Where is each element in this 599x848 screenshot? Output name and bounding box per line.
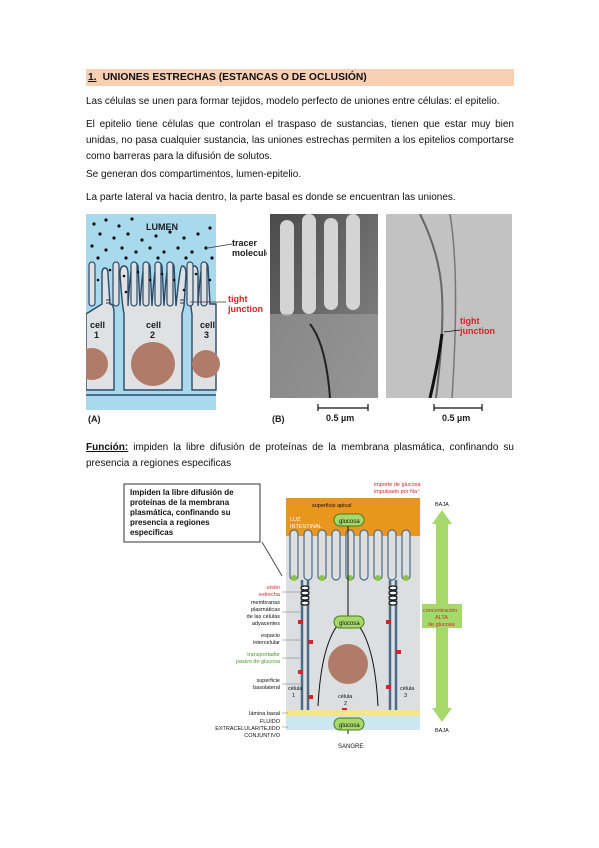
superficie-label-line1: superficie [256, 678, 280, 684]
na-glucose-transporters [291, 575, 409, 581]
membranas-label-line3: de las células [247, 614, 281, 620]
scale-bar-2-label: 0.5 µm [442, 413, 470, 423]
glucose-bottom-label: glucosa [339, 723, 360, 729]
panel-a-label: (A) [88, 414, 101, 424]
fluido-label-line3: CONJUNTIVO [244, 733, 280, 739]
celula3-label-line2: 3 [404, 693, 407, 699]
superficie-label-line2: basolateral [253, 685, 280, 691]
callout-line5: especificas [130, 528, 174, 537]
union-label-line2: estrecha [259, 592, 281, 598]
cell2-label-line2: 2 [150, 330, 155, 340]
basal-fluid [86, 396, 216, 410]
fig2-tight-junctions [300, 585, 398, 606]
paragraph-1: Las células se unen para formar tejidos,… [86, 96, 500, 107]
lamina-label: lámina basal [249, 711, 280, 717]
transportador-label-line1: transportador [247, 652, 280, 658]
nucleus-cell-3 [192, 350, 220, 378]
tracer-label-line1: tracer [232, 238, 258, 248]
section-number: 1. [88, 72, 97, 83]
function-label: Función: [86, 442, 129, 453]
paragraph-4: La parte lateral va hacia dentro, la par… [86, 192, 456, 203]
glucose-top-label: glucosa [339, 519, 360, 525]
paragraph-2: El epitelio tiene células que controlan … [86, 119, 514, 162]
cell3-label-line2: 3 [204, 330, 209, 340]
union-label-line1: unión [267, 585, 280, 591]
callout-line3: plasmática, confinando su [130, 508, 231, 517]
celula2-label-line2: 2 [344, 701, 347, 707]
figure-glucose-transport: glucosa glucosa glucosa SANGRE importe d… [122, 480, 472, 762]
fluido-label-line1: FLUIDO [260, 719, 281, 725]
leader-lines [282, 591, 302, 728]
glucose-mid-label: glucosa [339, 621, 360, 627]
basal-lamina [286, 710, 420, 716]
membranas-label-line4: adyacentes [252, 621, 280, 627]
figure-2-svg: glucosa glucosa glucosa SANGRE importe d… [123, 482, 462, 750]
callout-text: Impiden la libre difusión de proteínas d… [130, 488, 234, 537]
transportador-label-line2: pasivo de glucosa [236, 659, 281, 665]
concentration-box [422, 604, 462, 628]
function-text: impiden la libre difusión de proteínas d… [86, 442, 514, 469]
lumen-label: LUMEN [146, 222, 178, 232]
baja-top-label: BAJA [435, 502, 449, 508]
fig2-microvilli [289, 529, 411, 581]
section-title: UNIONES ESTRECHAS (ESTANCAS O DE OCLUSIÓ… [102, 72, 367, 83]
tracer-label-line2: molecule [232, 248, 267, 258]
tight-junction-label-line1: tight [228, 294, 248, 304]
fluido-label-line2: EXTRACELULAR/TEJIDO [215, 726, 281, 732]
figure-a-svg: LUMEN tracer molecule tight junction cel… [76, 214, 271, 424]
sangre-label: SANGRE [338, 744, 363, 750]
espacio-label-line2: intercelular [253, 640, 280, 646]
scale-bar-1-label: 0.5 µm [326, 413, 354, 423]
nucleus-cell-2 [131, 342, 175, 386]
cell1-label-line1: cell [90, 320, 105, 330]
conc-label-line3: de glucosa [428, 622, 456, 628]
glucose-pill-top [333, 513, 365, 527]
conc-label-line2: ALTA [435, 615, 448, 621]
callout-line4: presencia a regiones [130, 518, 210, 527]
cell2-label-line1: cell [146, 320, 161, 330]
gradient-arrow-top [432, 510, 452, 524]
cell3-label-line1: cell [200, 320, 215, 330]
callout-line1: Impiden la libre difusión de [130, 488, 234, 497]
importe-label-line1: importe de glucosa [374, 482, 421, 488]
figure-a-epithelium-diagram: LUMEN tracer molecule tight junction cel… [76, 214, 271, 426]
celula2-label-line1: célula [338, 694, 353, 700]
micrograph-1-villi [280, 214, 360, 316]
section-heading: 1. UNIONES ESTRECHAS (ESTANCAS O DE OCLUS… [86, 69, 514, 86]
tight-junction-label-line2: junction [227, 304, 263, 314]
baja-bottom-label: BAJA [435, 728, 449, 734]
callout-pointer [261, 541, 283, 577]
callout-box [123, 483, 261, 543]
panel-b-label: (B) [272, 414, 285, 424]
superficie-apical-label: superficie apical [312, 503, 351, 509]
luz-label-line1: LUZ [290, 517, 301, 523]
membranas-label-line2: plasmáticas [251, 607, 280, 613]
luz-label-line2: INTESTINAL [290, 524, 322, 530]
paragraph-3: Se generan dos compartimentos, lumen-epi… [86, 169, 302, 180]
micrograph-2 [386, 214, 512, 398]
cell1-label-line2: 1 [94, 330, 99, 340]
micrograph-tight-label-line2: junction [459, 326, 495, 336]
nucleus-cell-2-fig2 [328, 644, 368, 684]
callout-line2: proteínas de la membrana [130, 498, 230, 507]
importe-label-line2: impulsado por Na⁺ [374, 488, 420, 495]
glucose-pill-bottom [333, 717, 365, 731]
conc-label-line1: concentración [423, 608, 457, 614]
tracer-dots [90, 217, 214, 294]
celula3-label-line1: célula [400, 686, 415, 692]
function-paragraph: Función: impiden la libre difusión de pr… [86, 440, 514, 472]
membranas-label-line1: membranas [251, 600, 280, 606]
figure-b-svg: tight junction (B) 0.5 µm 0.5 µm [270, 213, 512, 426]
tight-junction-markers [106, 299, 184, 304]
glucose-pill-mid [333, 615, 365, 629]
micrograph-tight-label-line1: tight [460, 316, 480, 326]
figure-b-micrographs: tight junction (B) 0.5 µm 0.5 µm [270, 213, 512, 426]
gradient-arrow-bottom [432, 708, 452, 722]
espacio-label-line1: espacio [261, 633, 280, 639]
microvilli [88, 261, 208, 307]
celula1-label-line2: 1 [292, 693, 295, 699]
celula1-label-line1: célula [288, 686, 303, 692]
left-labels: unión estrecha membranas plasmáticas de … [215, 585, 281, 739]
